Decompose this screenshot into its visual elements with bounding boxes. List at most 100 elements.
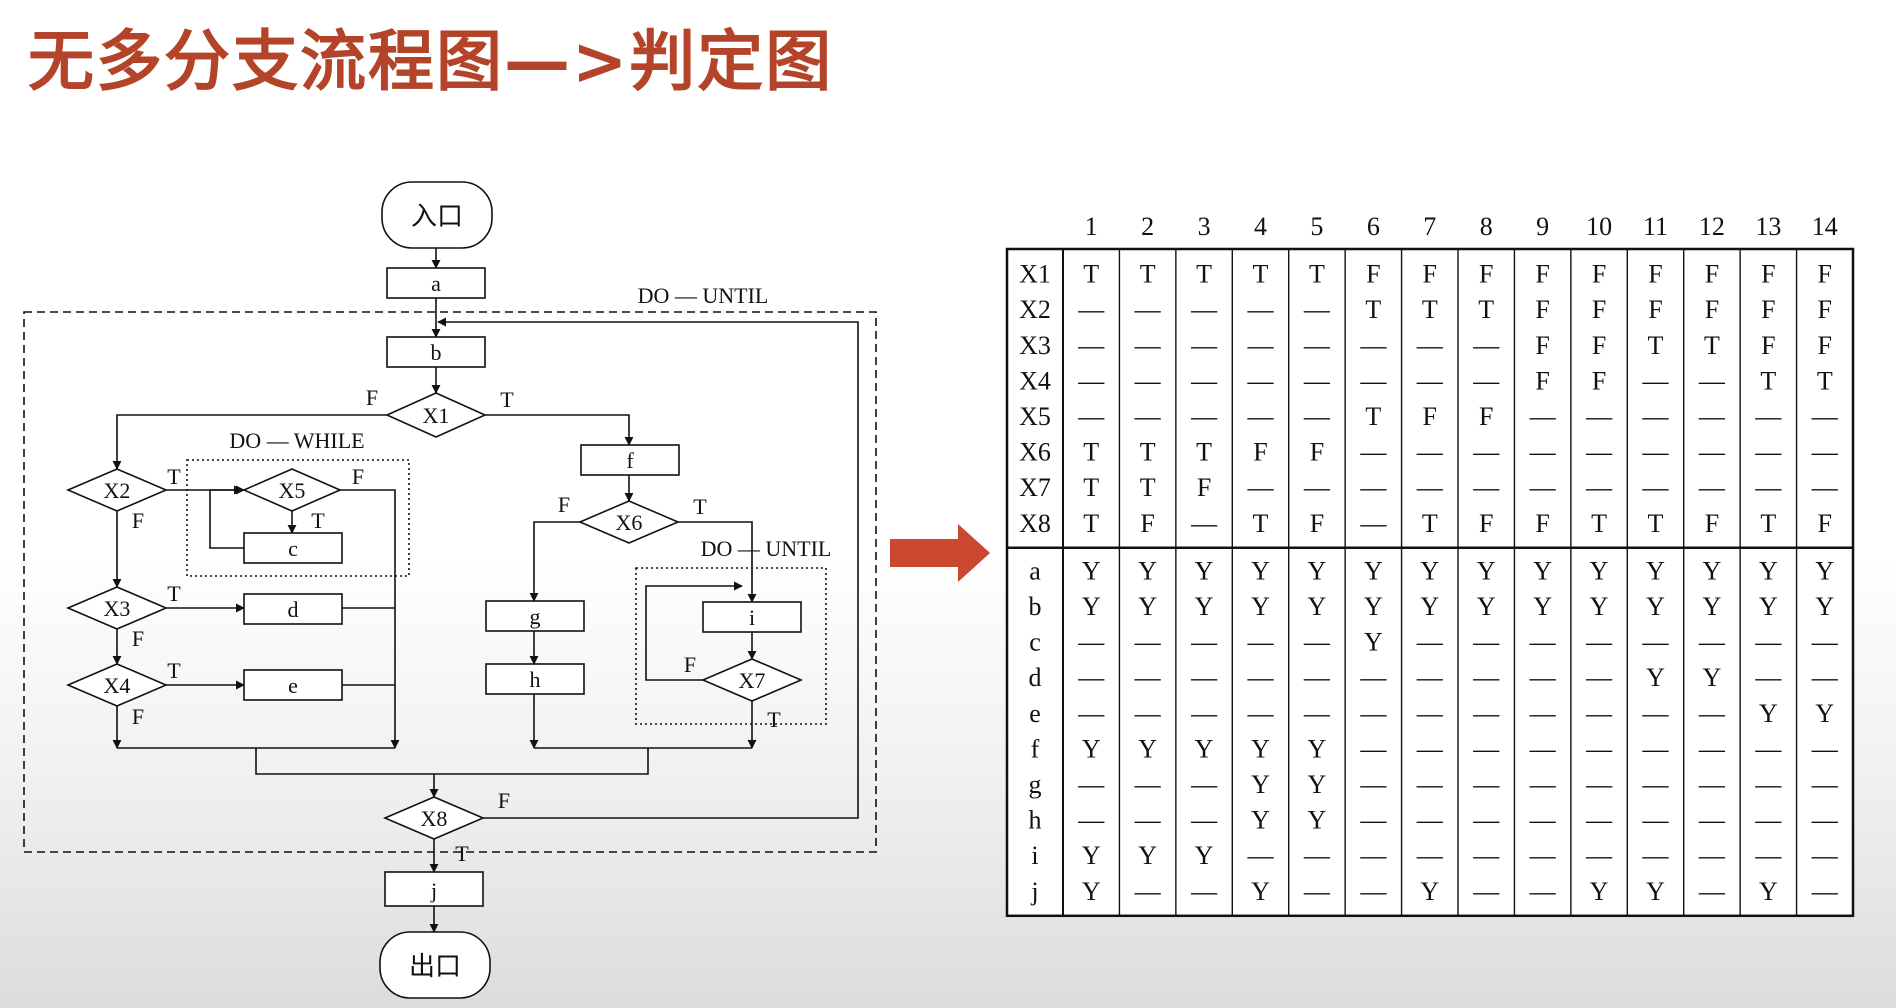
- condition-cell: —: [1811, 473, 1839, 502]
- action-cell: —: [1472, 628, 1500, 657]
- action-cell: —: [1585, 663, 1613, 692]
- action-cell: Y: [1308, 734, 1327, 763]
- action-cell: Y: [1251, 556, 1270, 585]
- box-c-label: c: [288, 536, 298, 561]
- decision-x1: [385, 392, 487, 438]
- condition-cell: —: [1134, 402, 1162, 431]
- action-cell: —: [1642, 770, 1670, 799]
- condition-cell: T: [1365, 295, 1381, 324]
- action-cell: —: [1698, 841, 1726, 870]
- condition-row-label: X2: [1019, 295, 1051, 324]
- action-cell: —: [1811, 663, 1839, 692]
- condition-cell: F: [1761, 295, 1775, 324]
- condition-cell: —: [1359, 438, 1387, 467]
- condition-cell: —: [1698, 473, 1726, 502]
- condition-cell: T: [1817, 366, 1833, 395]
- action-cell: —: [1077, 770, 1105, 799]
- x4-true-label: T: [167, 658, 181, 683]
- action-cell: —: [1190, 806, 1218, 835]
- decision-x4-label: X4: [104, 673, 131, 698]
- condition-cell: —: [1190, 402, 1218, 431]
- condition-cell: F: [1592, 331, 1606, 360]
- action-cell: Y: [1082, 841, 1101, 870]
- action-cell: —: [1754, 770, 1782, 799]
- action-cell: —: [1416, 699, 1444, 728]
- condition-row-label: X1: [1019, 260, 1051, 289]
- column-header: 3: [1198, 212, 1211, 241]
- column-header: 7: [1423, 212, 1436, 241]
- action-cell: Y: [1082, 734, 1101, 763]
- condition-cell: F: [1535, 331, 1549, 360]
- action-cell: Y: [1195, 592, 1214, 621]
- condition-cell: F: [1479, 260, 1493, 289]
- condition-cell: T: [1422, 509, 1438, 538]
- entry-label: 入口: [411, 202, 463, 232]
- conversion-arrow: [890, 524, 990, 582]
- action-cell: Y: [1308, 806, 1327, 835]
- decision-x7-label: X7: [739, 668, 766, 693]
- action-cell: Y: [1646, 663, 1665, 692]
- action-cell: —: [1134, 770, 1162, 799]
- action-row-label: c: [1029, 628, 1041, 657]
- condition-cell: —: [1303, 473, 1331, 502]
- action-cell: —: [1359, 734, 1387, 763]
- condition-cell: F: [1479, 509, 1493, 538]
- action-row-label: f: [1031, 734, 1040, 763]
- action-cell: —: [1359, 877, 1387, 906]
- action-cell: Y: [1759, 592, 1778, 621]
- action-cell: —: [1359, 699, 1387, 728]
- action-cell: Y: [1703, 556, 1722, 585]
- condition-cell: F: [1705, 509, 1719, 538]
- condition-cell: —: [1303, 366, 1331, 395]
- condition-cell: T: [1648, 509, 1664, 538]
- action-cell: —: [1754, 734, 1782, 763]
- condition-row-label: X7: [1019, 473, 1051, 502]
- action-cell: —: [1642, 806, 1670, 835]
- condition-cell: F: [1535, 366, 1549, 395]
- process-box-d: [243, 593, 343, 625]
- condition-cell: —: [1642, 366, 1670, 395]
- x8-false-label: F: [498, 788, 510, 813]
- decision-x2-label: X2: [104, 478, 131, 503]
- condition-cell: —: [1077, 295, 1105, 324]
- action-cell: Y: [1590, 592, 1609, 621]
- table-frame: [1005, 247, 1855, 918]
- condition-cell: —: [1077, 402, 1105, 431]
- action-cell: —: [1247, 628, 1275, 657]
- action-cell: Y: [1533, 556, 1552, 585]
- condition-cell: —: [1359, 473, 1387, 502]
- condition-cell: T: [1648, 331, 1664, 360]
- action-cell: Y: [1590, 556, 1609, 585]
- condition-cell: F: [1423, 402, 1437, 431]
- action-cell: Y: [1195, 734, 1214, 763]
- action-cell: —: [1642, 628, 1670, 657]
- column-header: 12: [1699, 212, 1725, 241]
- condition-cell: F: [1818, 331, 1832, 360]
- action-row-label: g: [1029, 770, 1042, 799]
- condition-cell: T: [1083, 473, 1099, 502]
- action-cell: —: [1472, 734, 1500, 763]
- condition-cell: F: [1648, 260, 1662, 289]
- column-header: 11: [1643, 212, 1668, 241]
- x1-false-label: F: [366, 385, 378, 410]
- action-row-label: j: [1030, 877, 1038, 906]
- condition-row-label: X6: [1019, 438, 1051, 467]
- condition-cell: —: [1472, 438, 1500, 467]
- action-cell: Y: [1251, 877, 1270, 906]
- condition-cell: —: [1698, 438, 1726, 467]
- condition-cell: F: [1366, 260, 1380, 289]
- condition-cell: F: [1761, 331, 1775, 360]
- decision-x6: [577, 500, 681, 544]
- condition-cell: T: [1591, 509, 1607, 538]
- condition-cell: —: [1303, 402, 1331, 431]
- action-cell: Y: [1195, 556, 1214, 585]
- action-cell: —: [1811, 628, 1839, 657]
- decision-x1-label: X1: [423, 403, 450, 428]
- condition-cell: —: [1585, 438, 1613, 467]
- action-cell: —: [1416, 663, 1444, 692]
- action-cell: Y: [1759, 556, 1778, 585]
- condition-cell: F: [1253, 438, 1267, 467]
- condition-cell: —: [1754, 438, 1782, 467]
- action-cell: —: [1585, 734, 1613, 763]
- action-cell: Y: [1420, 877, 1439, 906]
